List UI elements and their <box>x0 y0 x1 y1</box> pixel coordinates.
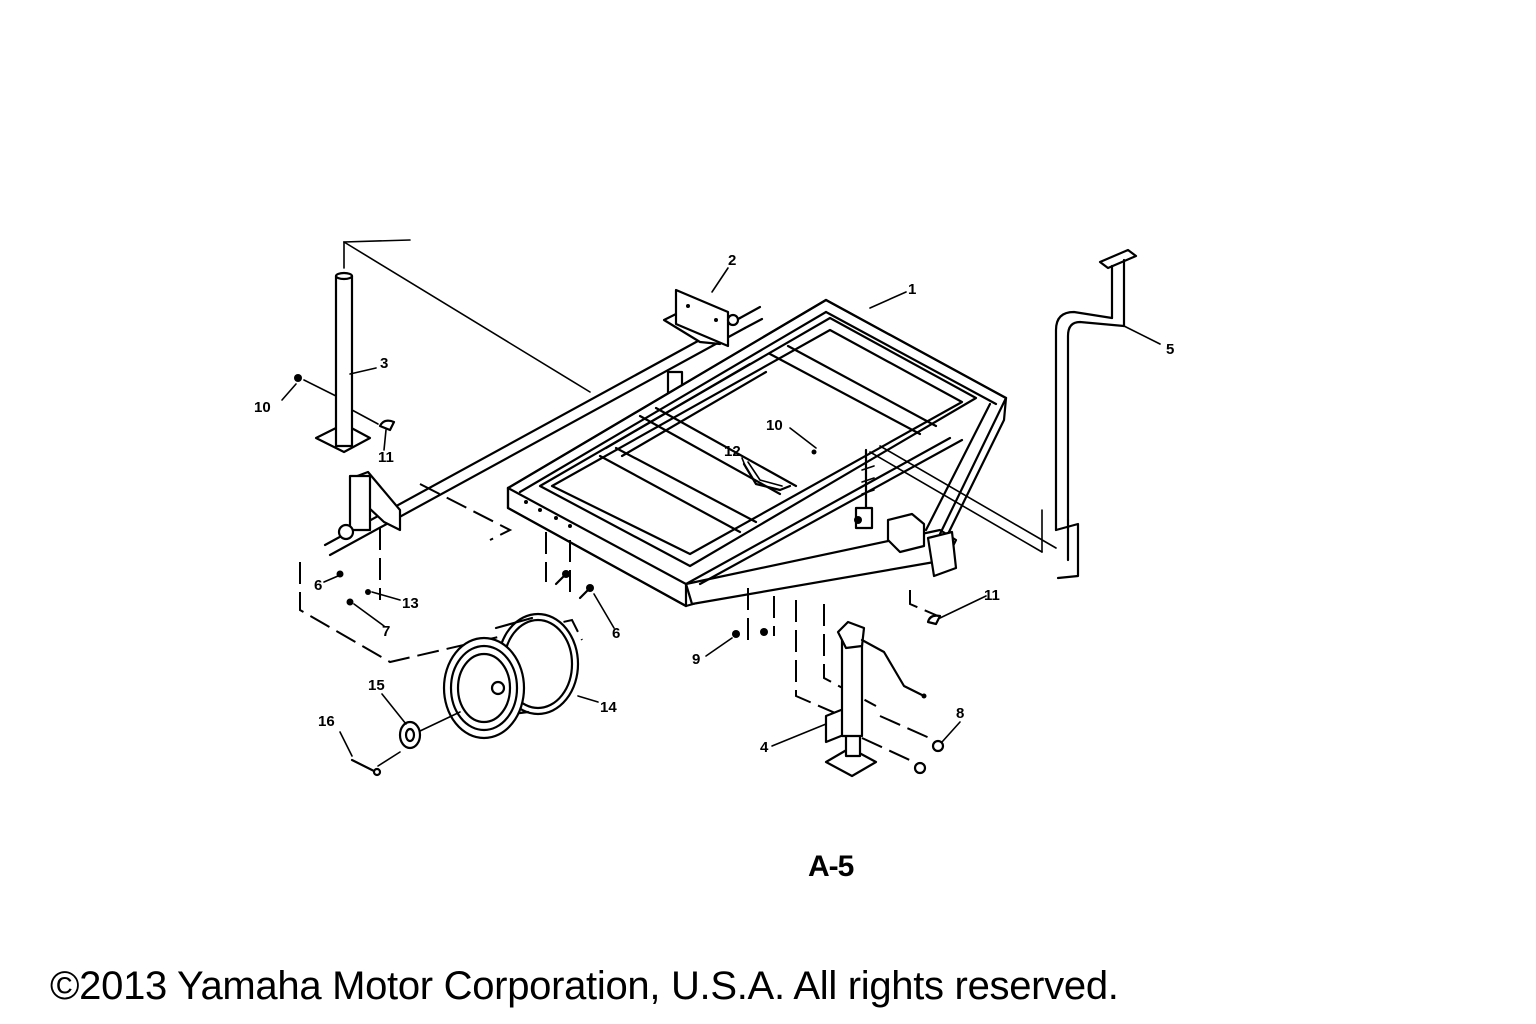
callout-11-right: 11 <box>984 587 1000 604</box>
callout-labels: 2 1 3 10 11 5 10 12 6 13 7 6 14 15 16 9 … <box>254 252 1174 756</box>
callout-13: 13 <box>402 595 419 612</box>
stand-post[interactable] <box>314 271 372 454</box>
wheel[interactable] <box>442 612 580 740</box>
washer-15[interactable] <box>398 720 422 750</box>
nut-9a <box>732 630 740 638</box>
callout-5: 5 <box>1166 341 1174 358</box>
tongue-jack[interactable] <box>824 620 927 778</box>
guide-line-stand <box>343 239 591 393</box>
page-label: A-5 <box>808 850 854 883</box>
cotter-pin-16[interactable] <box>350 758 382 777</box>
guide-line-cotter <box>377 751 401 767</box>
callout-14: 14 <box>600 699 617 716</box>
axle-bracket-right[interactable] <box>662 288 740 348</box>
callout-6: 6 <box>612 625 620 642</box>
pin-10-left <box>294 374 302 382</box>
bolt-8b <box>913 761 927 775</box>
hitch-pin[interactable] <box>742 449 817 492</box>
clip-11-right <box>926 614 942 626</box>
copyright-notice: ©2013 Yamaha Motor Corporation, U.S.A. A… <box>50 964 1119 1008</box>
callout-1: 1 <box>908 281 916 298</box>
callout-12: 12 <box>724 443 741 460</box>
trailer-frame[interactable] <box>506 298 1008 608</box>
axle-bracket-left <box>337 470 402 541</box>
callout-8: 8 <box>956 705 964 722</box>
guide-line-washer <box>419 711 461 732</box>
callout-16: 16 <box>318 713 335 730</box>
callout-2: 2 <box>728 252 736 269</box>
callout-11-left: 11 <box>378 449 394 466</box>
bolt-8 <box>931 739 945 753</box>
callout-7: 7 <box>382 623 390 640</box>
assembly-lines-left <box>299 483 939 763</box>
tongue-bar[interactable] <box>869 248 1138 580</box>
nut-13 <box>365 589 371 595</box>
callout-15: 15 <box>368 677 385 694</box>
callout-9: 9 <box>692 651 700 668</box>
callout-4: 4 <box>760 739 769 756</box>
leader-lines <box>281 267 1161 757</box>
callout-6-left: 6 <box>314 577 322 594</box>
washer-7 <box>346 598 354 606</box>
callout-3: 3 <box>380 355 388 372</box>
fasteners <box>294 374 945 775</box>
clip-11-left <box>378 419 396 432</box>
callout-10-center: 10 <box>766 417 783 434</box>
callout-10-left: 10 <box>254 399 271 416</box>
nut-9b <box>760 628 768 636</box>
